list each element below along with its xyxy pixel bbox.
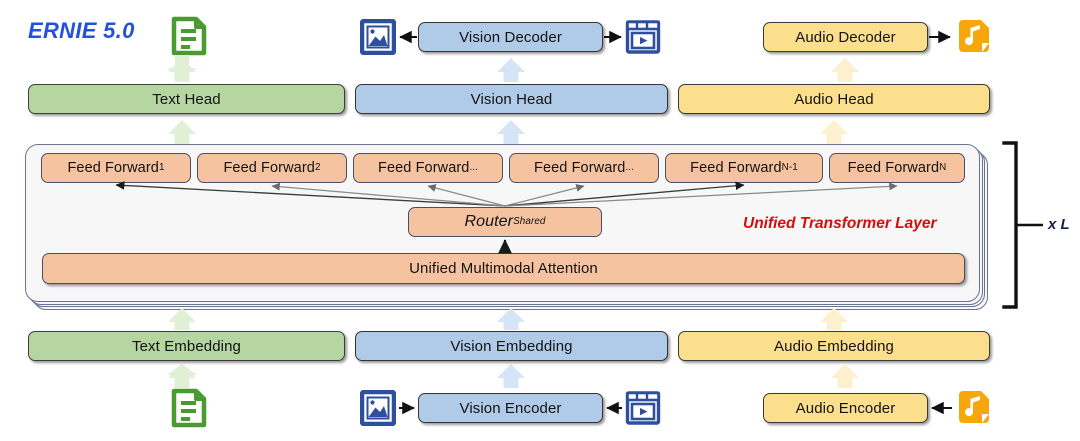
music-note-icon — [955, 18, 993, 56]
audio-encoder-box[interactable]: Audio Encoder — [763, 393, 928, 423]
vision-head-box[interactable]: Vision Head — [355, 84, 668, 114]
video-icon — [625, 19, 661, 55]
vision-embedding-feed-arrow — [497, 308, 525, 330]
vision-decoder-up-arrow — [497, 58, 525, 82]
ernie-logo: ERNIE 5.0 — [28, 18, 135, 43]
text-embedding-feed-arrow — [168, 308, 196, 330]
feed-forward-label: Feed Forward — [67, 160, 159, 176]
text-embedding-box[interactable]: Text Embedding — [28, 331, 345, 361]
feed-forward-label: Feed Forward — [378, 160, 470, 176]
audio-head-feed-arrow — [820, 120, 848, 144]
text-input-up-arrow — [168, 364, 196, 388]
feed-forward-label: Feed Forward — [534, 160, 626, 176]
unified-transformer-layer-label: Unified Transformer Layer — [743, 215, 937, 232]
image-icon — [359, 18, 397, 56]
vision-embedding-box[interactable]: Vision Embedding — [355, 331, 668, 361]
router-label: Router — [464, 213, 514, 230]
vision-encoder-box[interactable]: Vision Encoder — [418, 393, 603, 423]
vision-head-feed-arrow — [497, 120, 525, 144]
text-document-icon — [170, 16, 208, 56]
audio-embedding-box[interactable]: Audio Embedding — [678, 331, 990, 361]
audio-decoder-up-arrow — [831, 58, 859, 82]
audio-head-box[interactable]: Audio Head — [678, 84, 990, 114]
feed-forward-box-4[interactable]: Feed Forward... — [509, 153, 659, 183]
feed-forward-label: Feed Forward — [223, 160, 315, 176]
text-embedding-up-arrow — [167, 364, 197, 388]
image-icon — [359, 389, 397, 427]
layer-repeat-brace — [1002, 141, 1018, 309]
vision-decoder-box[interactable]: Vision Decoder — [418, 22, 603, 52]
unified-multimodal-attention-box[interactable]: Unified Multimodal Attention — [42, 253, 965, 284]
audio-encoder-up-arrow — [831, 364, 859, 388]
music-note-icon — [955, 389, 993, 427]
text-document-icon — [170, 388, 208, 428]
feed-forward-box-3[interactable]: Feed Forward... — [353, 153, 503, 183]
audio-embedding-feed-arrow — [820, 308, 848, 330]
text-head-box[interactable]: Text Head — [28, 84, 345, 114]
text-head-feed-arrow — [168, 120, 196, 144]
video-icon — [625, 390, 661, 426]
text-head-up-arrow — [167, 55, 197, 78]
audio-decoder-box[interactable]: Audio Decoder — [763, 22, 928, 52]
text-icon-up-arrow — [168, 58, 196, 82]
vision-encoder-up-arrow — [497, 364, 525, 388]
feed-forward-label: Feed Forward — [847, 160, 940, 176]
feed-forward-label: Feed Forward — [690, 160, 782, 176]
repeat-count-label: x L — [1048, 216, 1070, 233]
